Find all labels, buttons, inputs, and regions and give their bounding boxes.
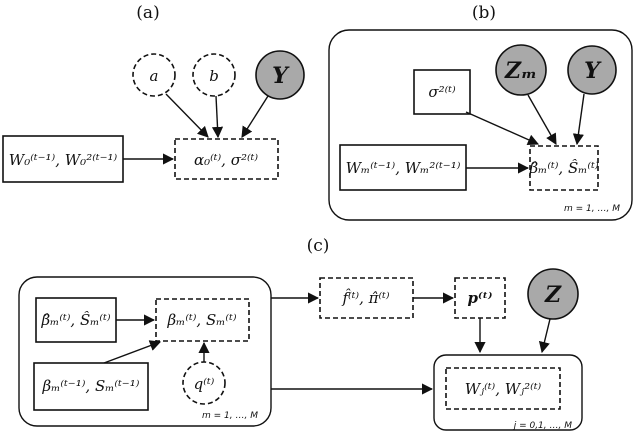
edge-z-to-w [538, 318, 551, 354]
plate-c-j [433, 354, 583, 431]
plate-b-label: m = 1, …, M [564, 204, 620, 214]
node-c-w-label: Wⱼ⁽ᵗ⁾, Wⱼ²⁽ᵗ⁾ [465, 380, 542, 398]
panel-c-label: (c) [307, 236, 330, 256]
node-wm-label: Wₘ⁽ᵗ⁻¹⁾, Wₘ²⁽ᵗ⁻¹⁾ [346, 159, 461, 177]
node-c-q: q⁽ᵗ⁾ [182, 361, 226, 405]
node-c-p-label: p⁽ᵗ⁾ [468, 289, 493, 307]
node-sigma: σ²⁽ᵗ⁾ [413, 69, 471, 115]
node-c-beta-label: βₘ⁽ᵗ⁾, Sₘ⁽ᵗ⁾ [166, 311, 236, 329]
node-c-f-pi-label: f̂⁽ᵗ⁾, π̂⁽ᵗ⁾ [341, 289, 389, 307]
node-c-z-label: Z [544, 282, 562, 308]
edge-y-to-alpha [241, 95, 269, 138]
edge-beta-prev-to-beta [103, 340, 162, 364]
node-y-b-label: Y [584, 58, 602, 84]
panel-a: (a) a b Y W₀⁽ᵗ⁻¹⁾, W₀²⁽ᵗ⁻¹⁾ α₀⁽ᵗ⁾, σ²⁽ᵗ⁾ [2, 3, 305, 183]
node-c-q-label: q⁽ᵗ⁾ [194, 375, 215, 393]
node-c-beta-prev: βₘ⁽ᵗ⁻¹⁾, Sₘ⁽ᵗ⁻¹⁾ [33, 362, 149, 411]
node-w0: W₀⁽ᵗ⁻¹⁾, W₀²⁽ᵗ⁻¹⁾ [2, 135, 124, 183]
node-zm-label: Zₘ [504, 58, 537, 84]
node-beta-hat-label: β̂ₘ⁽ᵗ⁾, Ŝₘ⁽ᵗ⁾ [528, 159, 598, 177]
node-y-label: Y [272, 63, 290, 89]
node-c-p: p⁽ᵗ⁾ [454, 277, 506, 319]
plate-c-m-label: m = 1, …, M [202, 411, 258, 421]
panel-b-label: (b) [472, 3, 496, 23]
edge-sigma-to-beta-hat [465, 111, 540, 146]
panel-a-label: (a) [136, 3, 159, 23]
node-zm-observed: Zₘ [495, 44, 547, 96]
node-wm: Wₘ⁽ᵗ⁻¹⁾, Wₘ²⁽ᵗ⁻¹⁾ [339, 144, 467, 191]
node-alpha-label: α₀⁽ᵗ⁾, σ²⁽ᵗ⁾ [194, 151, 258, 169]
node-b: b [192, 53, 236, 97]
node-c-beta: βₘ⁽ᵗ⁾, Sₘ⁽ᵗ⁾ [155, 298, 250, 342]
node-a: a [132, 53, 176, 97]
node-c-f-pi: f̂⁽ᵗ⁾, π̂⁽ᵗ⁾ [319, 277, 414, 319]
plate-c-m [18, 276, 272, 427]
node-y-observed: Y [255, 50, 305, 100]
edge-a-to-alpha [165, 93, 209, 138]
node-y-b-observed: Y [567, 45, 617, 95]
node-sigma-label: σ²⁽ᵗ⁾ [428, 83, 456, 101]
edge-zm-to-beta-hat [527, 94, 557, 145]
plate-b [328, 29, 633, 221]
node-a-label: a [150, 67, 159, 85]
node-c-beta-prev-label: βₘ⁽ᵗ⁻¹⁾, Sₘ⁽ᵗ⁻¹⁾ [42, 377, 140, 395]
node-beta-hat: β̂ₘ⁽ᵗ⁾, Ŝₘ⁽ᵗ⁾ [528, 145, 599, 191]
node-c-beta-hat-label: β̂ₘ⁽ᵗ⁾, Ŝₘ⁽ᵗ⁾ [40, 311, 110, 329]
node-alpha-sigma: α₀⁽ᵗ⁾, σ²⁽ᵗ⁾ [174, 138, 279, 180]
node-b-label: b [209, 67, 219, 85]
edge-y-to-beta-hat [572, 93, 585, 146]
node-c-z-observed: Z [527, 268, 579, 320]
panel-b: (b) σ²⁽ᵗ⁾ Zₘ Y Wₘ⁽ᵗ⁻¹⁾, Wₘ²⁽ᵗ⁻¹⁾ β̂ₘ⁽ᵗ⁾,… [328, 3, 633, 221]
node-w0-label: W₀⁽ᵗ⁻¹⁾, W₀²⁽ᵗ⁻¹⁾ [9, 151, 118, 169]
edge-b-to-alpha [211, 95, 224, 139]
node-c-w: Wⱼ⁽ᵗ⁾, Wⱼ²⁽ᵗ⁾ [445, 367, 561, 410]
node-c-beta-hat: β̂ₘ⁽ᵗ⁾, Ŝₘ⁽ᵗ⁾ [35, 297, 117, 343]
panel-c: (c) β̂ₘ⁽ᵗ⁾, Ŝₘ⁽ᵗ⁾ βₘ⁽ᵗ⁾, Sₘ⁽ᵗ⁾ βₘ⁽ᵗ⁻¹⁾, … [18, 236, 583, 431]
plate-c-j-label: j = 0,1, …, M [512, 421, 573, 431]
